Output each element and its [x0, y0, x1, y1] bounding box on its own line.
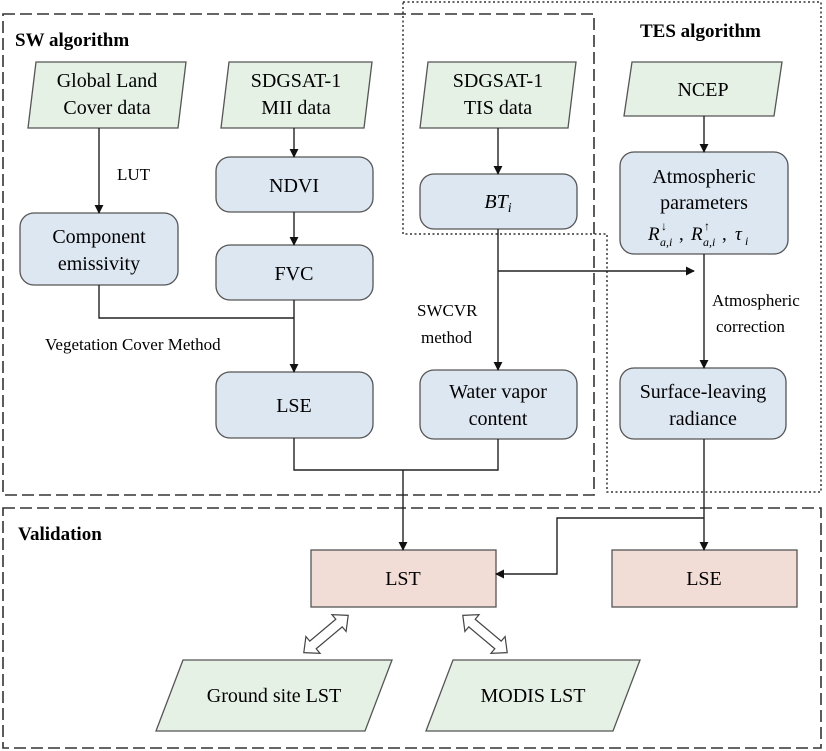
sw-algorithm-title: SW algorithm [15, 30, 129, 51]
atmospheric-parameters-formula: R ↓ a,i , R ↑ a,i , τ i [647, 219, 748, 249]
lse-water-vapor-merge-line [293, 438, 499, 471]
svg-text:LSE: LSE [276, 395, 312, 417]
sw-algorithm-region [2, 13, 595, 496]
modis-lst-node: MODIS LST [425, 659, 641, 732]
water-vapor-content-node: Water vapor content [419, 369, 578, 440]
svg-text:a,i: a,i [703, 235, 715, 249]
swcvr-method-label-line2: method [421, 328, 472, 347]
svg-text:BTi: BTi [484, 191, 511, 216]
tes-algorithm-region [402, 1, 822, 493]
lse-sw-node: LSE [215, 371, 374, 439]
svg-text:,: , [679, 224, 684, 245]
vegetation-cover-method-label: Vegetation Cover Method [45, 335, 221, 354]
validation-region [2, 507, 822, 749]
ncep-node: NCEP [623, 61, 783, 117]
svg-text:i: i [745, 234, 748, 248]
tes-to-lst-arrow [495, 517, 704, 579]
svg-text:a,i: a,i [660, 235, 672, 249]
lut-label: LUT [117, 165, 151, 184]
svg-text:content: content [469, 408, 528, 430]
lse-result-node: LSE [611, 549, 798, 608]
fvc-node: FVC [215, 244, 374, 301]
svg-text:τ: τ [735, 224, 743, 245]
lst-result-node: LST [310, 549, 497, 608]
atmospheric-parameters-node: Atmospheric parameters R ↓ a,i , R ↑ a,i… [619, 151, 789, 255]
svg-text:SDGSAT-1: SDGSAT-1 [251, 70, 341, 92]
swcvr-method-label: SWCVR [417, 301, 478, 320]
ground-site-lst-node: Ground site LST [155, 659, 393, 732]
svg-text:R: R [647, 224, 660, 245]
svg-text:Component: Component [52, 226, 146, 248]
svg-text:radiance: radiance [669, 408, 737, 430]
svg-text:LST: LST [385, 568, 421, 590]
sdgsat-mii-data-node: SDGSAT-1 MII data [220, 61, 373, 129]
svg-text:MII data: MII data [261, 97, 331, 119]
svg-text:LSE: LSE [686, 568, 722, 590]
svg-text:↓: ↓ [661, 219, 667, 233]
svg-text:FVC: FVC [275, 263, 314, 285]
svg-text:MODIS LST: MODIS LST [480, 685, 585, 707]
svg-text:NCEP: NCEP [677, 79, 728, 101]
ground-lst-comparison-arrow [303, 613, 349, 655]
svg-text:R: R [690, 224, 703, 245]
svg-text:↑: ↑ [704, 219, 710, 233]
ndvi-node: NDVI [215, 156, 374, 213]
bt-node: BTi [419, 173, 578, 230]
svg-text:emissivity: emissivity [58, 253, 140, 275]
sdgsat-tis-data-node: SDGSAT-1 TIS data [419, 61, 577, 129]
component-emissivity-node: Component emissivity [19, 212, 179, 286]
component-emissivity-to-lse-line [98, 285, 294, 319]
atmospheric-correction-label: Atmospheric [712, 291, 800, 310]
atmospheric-correction-label-line2: correction [716, 317, 785, 336]
validation-title: Validation [18, 524, 102, 545]
surface-leaving-radiance-node: Surface-leaving radiance [619, 367, 787, 440]
tes-algorithm-title: TES algorithm [640, 21, 761, 42]
svg-text:NDVI: NDVI [269, 175, 319, 197]
svg-text:parameters: parameters [660, 192, 748, 214]
svg-text:TIS data: TIS data [464, 97, 532, 119]
global-land-cover-data-node: Global Land Cover data [27, 61, 187, 129]
modis-lst-comparison-arrow [462, 613, 508, 655]
svg-text:Surface-leaving: Surface-leaving [640, 381, 767, 403]
svg-text:Water vapor: Water vapor [449, 381, 547, 403]
svg-text:Cover data: Cover data [63, 97, 150, 119]
svg-text:Global Land: Global Land [57, 70, 158, 92]
svg-text:Ground site LST: Ground site LST [207, 685, 341, 707]
svg-text:,: , [722, 224, 727, 245]
svg-text:SDGSAT-1: SDGSAT-1 [453, 70, 543, 92]
svg-text:Atmospheric: Atmospheric [652, 166, 755, 188]
